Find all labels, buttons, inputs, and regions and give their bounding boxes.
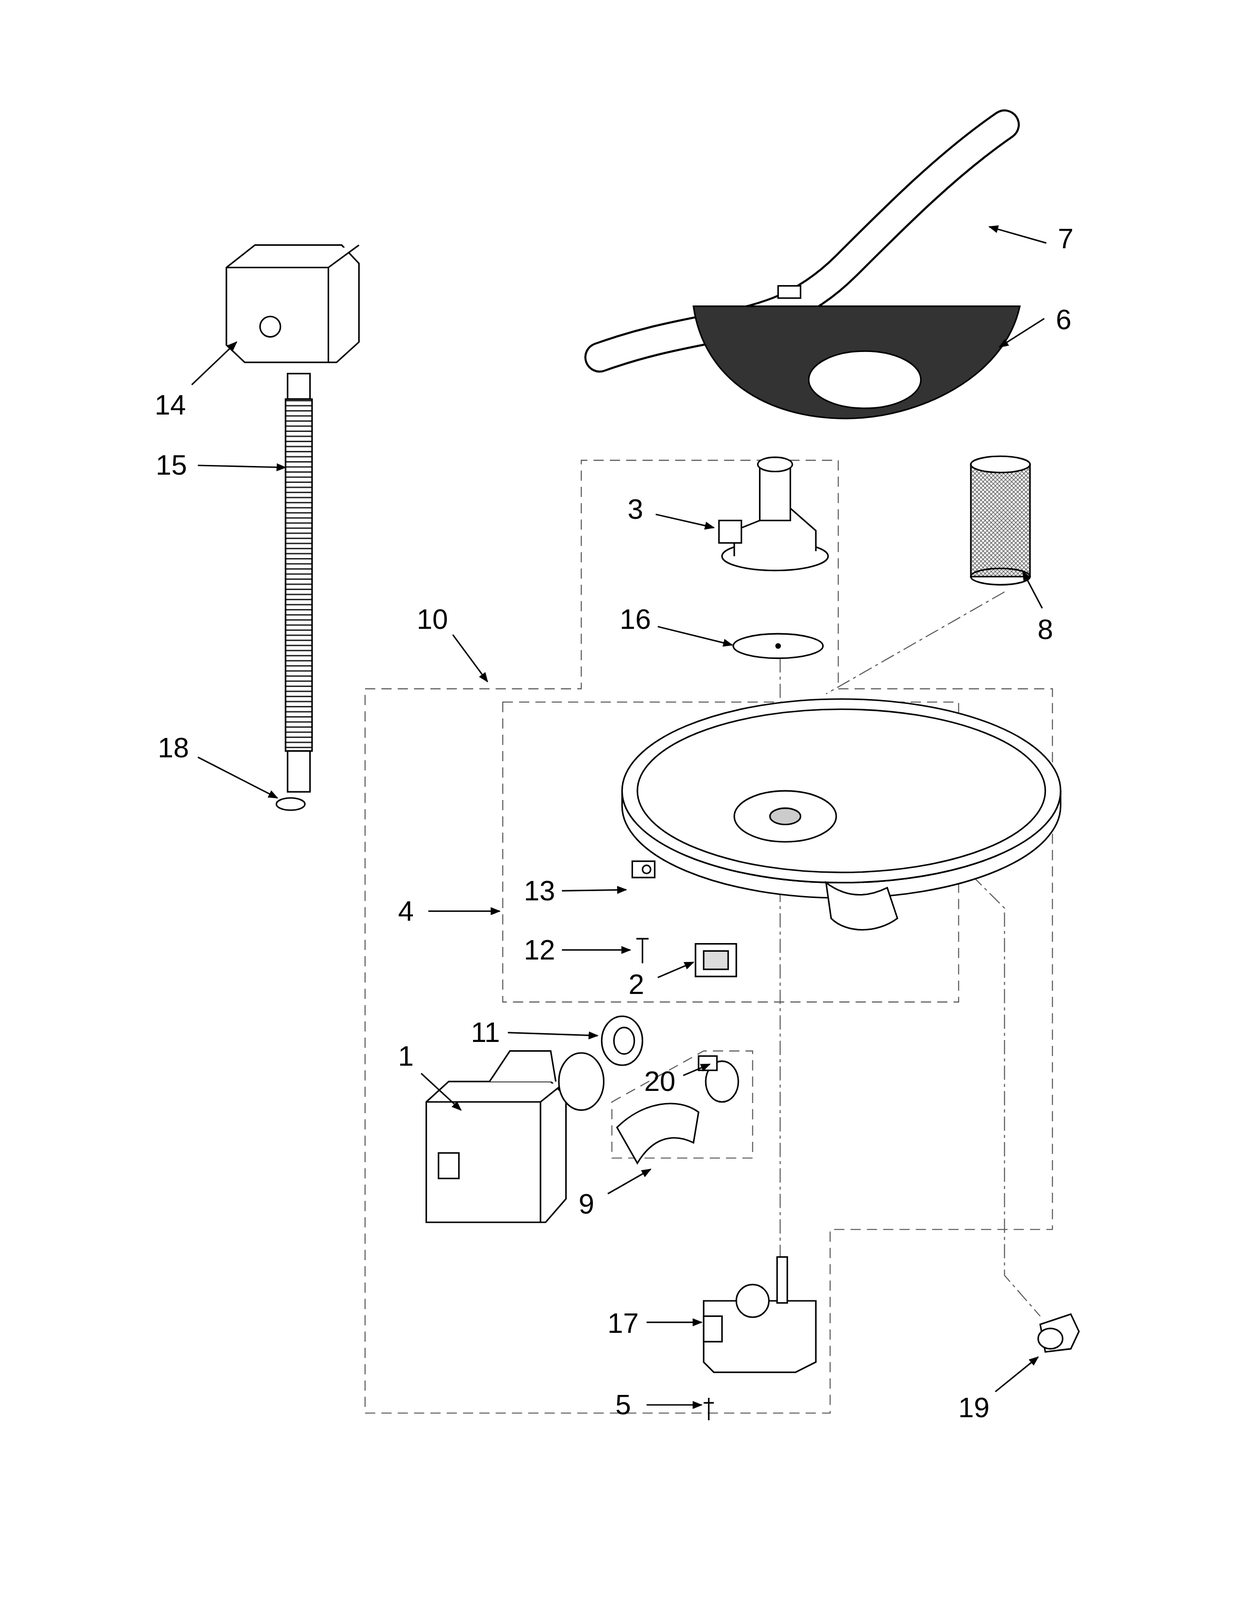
callout-number: 9 — [578, 1189, 595, 1218]
callout-number: 7 — [1058, 224, 1074, 253]
callout-number: 5 — [615, 1390, 631, 1419]
callout-number: 2 — [628, 969, 645, 999]
group-outline — [364, 459, 1053, 1413]
callout-number: 3 — [627, 494, 644, 523]
callout-number: 14 — [154, 390, 187, 419]
callout-number: 4 — [397, 896, 414, 925]
callout-number: 8 — [1037, 615, 1053, 644]
callout-number: 20 — [644, 1066, 676, 1095]
callout-number: 1 — [397, 1041, 414, 1070]
callout-number: 10 — [416, 604, 449, 634]
callout-number: 11 — [470, 1017, 500, 1046]
callout-number: 17 — [607, 1308, 639, 1337]
callout-number: 15 — [155, 450, 188, 479]
part-drawings — [226, 124, 1079, 1420]
callout-number: 18 — [157, 733, 190, 762]
callout-number: 19 — [958, 1393, 990, 1422]
callout-number: 6 — [1055, 305, 1072, 334]
callout-number: 12 — [523, 935, 556, 964]
callout-number: 13 — [523, 876, 556, 905]
leader-line — [191, 226, 1047, 1405]
callout-number: 16 — [619, 604, 652, 634]
